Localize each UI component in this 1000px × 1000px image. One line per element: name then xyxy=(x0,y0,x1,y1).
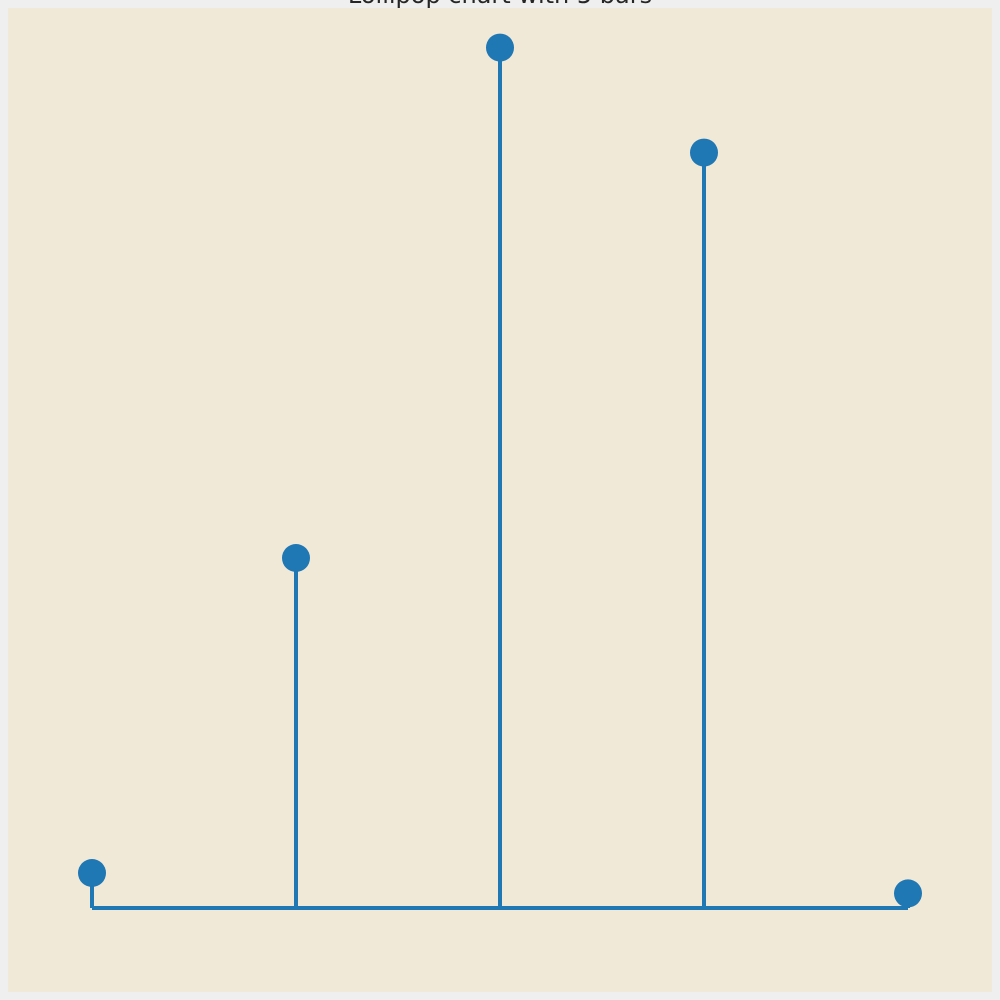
lollipop-marker-0 xyxy=(78,859,106,887)
lollipop-marks xyxy=(78,33,922,908)
lollipop-marker-2 xyxy=(486,33,514,62)
lollipop-marker-4 xyxy=(894,879,922,908)
chart-title: Lollipop chart with 5 bars xyxy=(348,0,652,9)
lollipop-marker-3 xyxy=(690,138,718,167)
lollipop-marker-1 xyxy=(282,544,310,572)
